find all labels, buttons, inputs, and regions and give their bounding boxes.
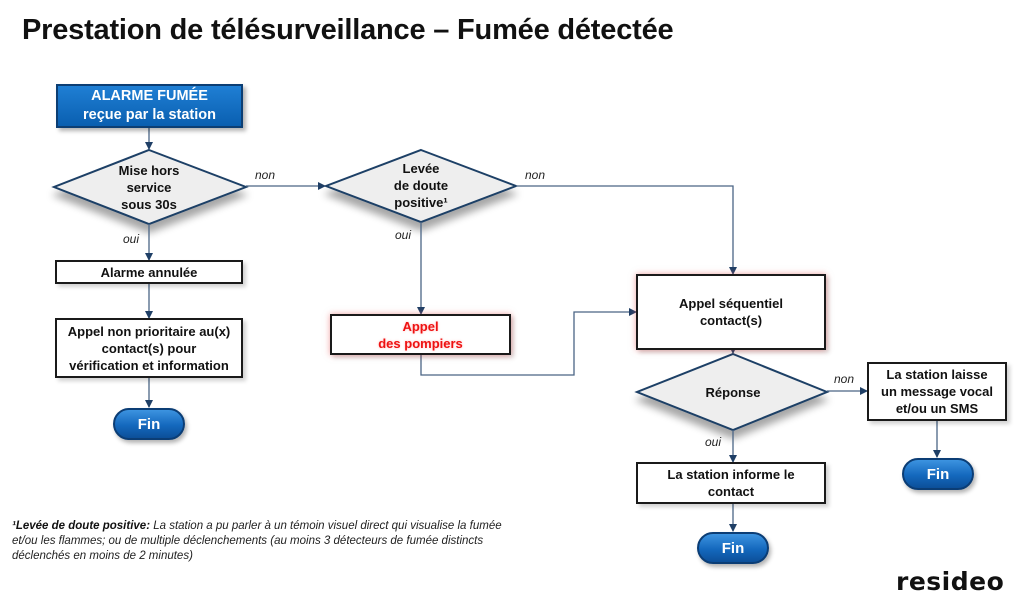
- process-line: et/ou un SMS: [895, 401, 979, 416]
- process-text: Alarme annulée: [100, 264, 198, 280]
- footnote: ¹Levée de doute positive: La station a p…: [12, 519, 502, 564]
- process-alarme-annulee: Alarme annulée: [55, 260, 243, 284]
- terminator-fin: Fin: [113, 408, 185, 440]
- process-line: La station laisse: [886, 367, 988, 382]
- decision-line: positive¹: [394, 194, 448, 210]
- start-line2: reçue par la station: [83, 107, 216, 123]
- decision-levee-doute-text: Levée de doute positive¹: [361, 158, 481, 212]
- edge-levee-doute-non: [516, 185, 737, 275]
- start-line1: ALARME FUMÉE: [91, 88, 208, 104]
- process-appel-sequentiel: Appel séquentiel contact(s): [636, 274, 826, 350]
- footnote-text: La station a pu parler à un témoin visue…: [12, 520, 502, 562]
- process-appel-non-prioritaire: Appel non prioritaire au(x) contact(s) p…: [55, 318, 243, 378]
- process-line: un message vocal: [881, 384, 993, 399]
- page-title: Prestation de télésurveillance – Fumée d…: [22, 14, 674, 46]
- process-station-informe: La station informe le contact: [636, 462, 826, 504]
- edge-label-non: non: [255, 168, 276, 182]
- process-station-laisse-message: La station laisse un message vocal et/ou…: [867, 362, 1007, 421]
- process-line: contact(s) pour: [101, 340, 197, 356]
- terminator-fin: Fin: [697, 532, 769, 564]
- edge-pompiers-to-appel-sequentiel: [420, 308, 637, 376]
- decision-reponse-text: Réponse: [705, 384, 761, 400]
- process-line: La station informe le: [667, 467, 795, 482]
- process-appel-pompiers: Appel des pompiers: [330, 314, 511, 355]
- edge-label-oui: oui: [395, 228, 412, 242]
- start-node-alarme-fumee: ALARME FUMÉE reçue par la station: [56, 84, 243, 128]
- process-line: contact(s): [699, 313, 763, 328]
- edge-label-non: non: [525, 168, 546, 182]
- process-line: des pompiers: [378, 335, 463, 351]
- terminator-fin: Fin: [902, 458, 974, 490]
- edge-label-non: non: [834, 372, 855, 386]
- decision-mise-hors-service-text: Mise hors service sous 30s: [89, 160, 209, 214]
- decision-line: Levée: [402, 160, 440, 176]
- edge-label-oui: oui: [123, 232, 140, 246]
- decision-line: Mise hors: [118, 162, 180, 178]
- process-line: contact: [707, 484, 755, 499]
- process-line: Appel séquentiel: [678, 296, 784, 311]
- decision-line: de doute: [393, 177, 449, 193]
- resideo-logo: resideo: [896, 567, 1005, 596]
- process-line: Appel: [402, 318, 439, 334]
- edge-label-oui: oui: [705, 435, 722, 449]
- decision-line: sous 30s: [121, 196, 177, 212]
- process-line: Appel non prioritaire au(x): [67, 323, 231, 339]
- footnote-term: ¹Levée de doute positive:: [12, 520, 151, 532]
- decision-line: service: [126, 179, 172, 195]
- process-line: vérification et information: [69, 357, 229, 373]
